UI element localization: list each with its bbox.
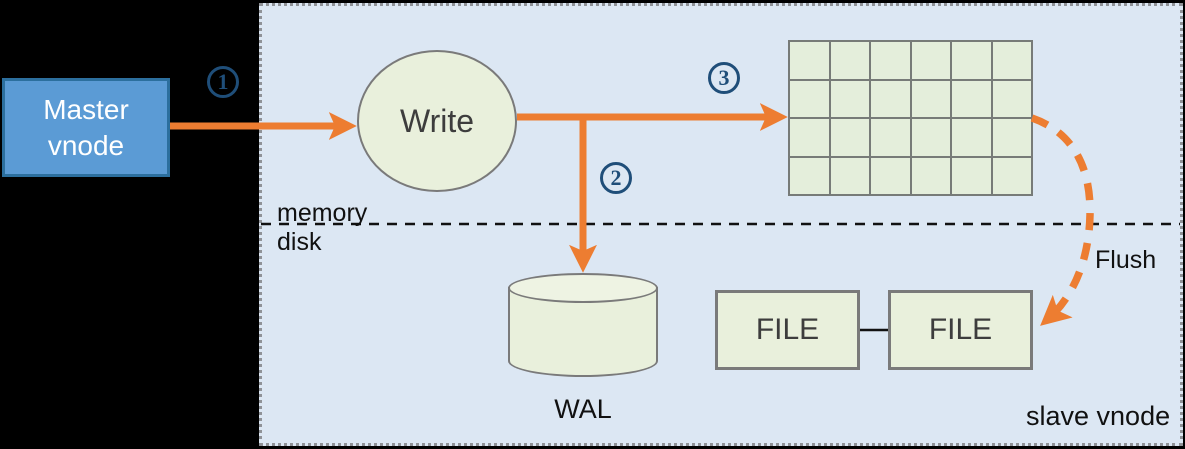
master-vnode-node: Master vnode bbox=[2, 78, 170, 177]
grid-cell bbox=[871, 119, 910, 156]
grid-cell bbox=[952, 119, 991, 156]
grid-cell bbox=[790, 42, 829, 79]
master-vnode-label: Master vnode bbox=[43, 93, 129, 161]
file-box-right-label: FILE bbox=[928, 313, 993, 346]
grid-cell bbox=[830, 119, 869, 156]
step-1-badge: 1 bbox=[207, 66, 239, 98]
grid-cell bbox=[871, 157, 910, 194]
write-node: Write bbox=[357, 50, 517, 192]
grid-cell bbox=[911, 119, 950, 156]
memory-table-grid bbox=[788, 40, 1033, 196]
grid-cell bbox=[992, 119, 1031, 156]
grid-cell bbox=[830, 80, 869, 117]
grid-cell bbox=[871, 42, 910, 79]
write-node-label: Write bbox=[399, 102, 475, 139]
file-box-left: FILE bbox=[715, 290, 860, 370]
grid-cell bbox=[790, 80, 829, 117]
step-3-badge: 3 bbox=[708, 62, 740, 94]
file-box-left-label: FILE bbox=[755, 313, 820, 346]
grid-cell bbox=[830, 42, 869, 79]
wal-label: WAL bbox=[554, 394, 612, 424]
grid-cell bbox=[992, 42, 1031, 79]
wal-cylinder-top bbox=[508, 273, 658, 303]
grid-cell bbox=[952, 80, 991, 117]
grid-cell bbox=[871, 80, 910, 117]
slave-vnode-label: slave vnode bbox=[1026, 401, 1171, 431]
grid-cell bbox=[992, 80, 1031, 117]
grid-cell bbox=[911, 42, 950, 79]
grid-cell bbox=[911, 80, 950, 117]
grid-cell bbox=[830, 157, 869, 194]
grid-cell bbox=[952, 42, 991, 79]
grid-cell bbox=[790, 119, 829, 156]
step-2-badge: 2 bbox=[600, 162, 632, 194]
grid-cell bbox=[790, 157, 829, 194]
disk-label: disk bbox=[277, 228, 322, 256]
file-box-right: FILE bbox=[888, 290, 1033, 370]
memory-label: memory bbox=[277, 199, 368, 227]
grid-cell bbox=[992, 157, 1031, 194]
grid-cell bbox=[911, 157, 950, 194]
flush-label: Flush bbox=[1095, 246, 1157, 274]
grid-cell bbox=[952, 157, 991, 194]
